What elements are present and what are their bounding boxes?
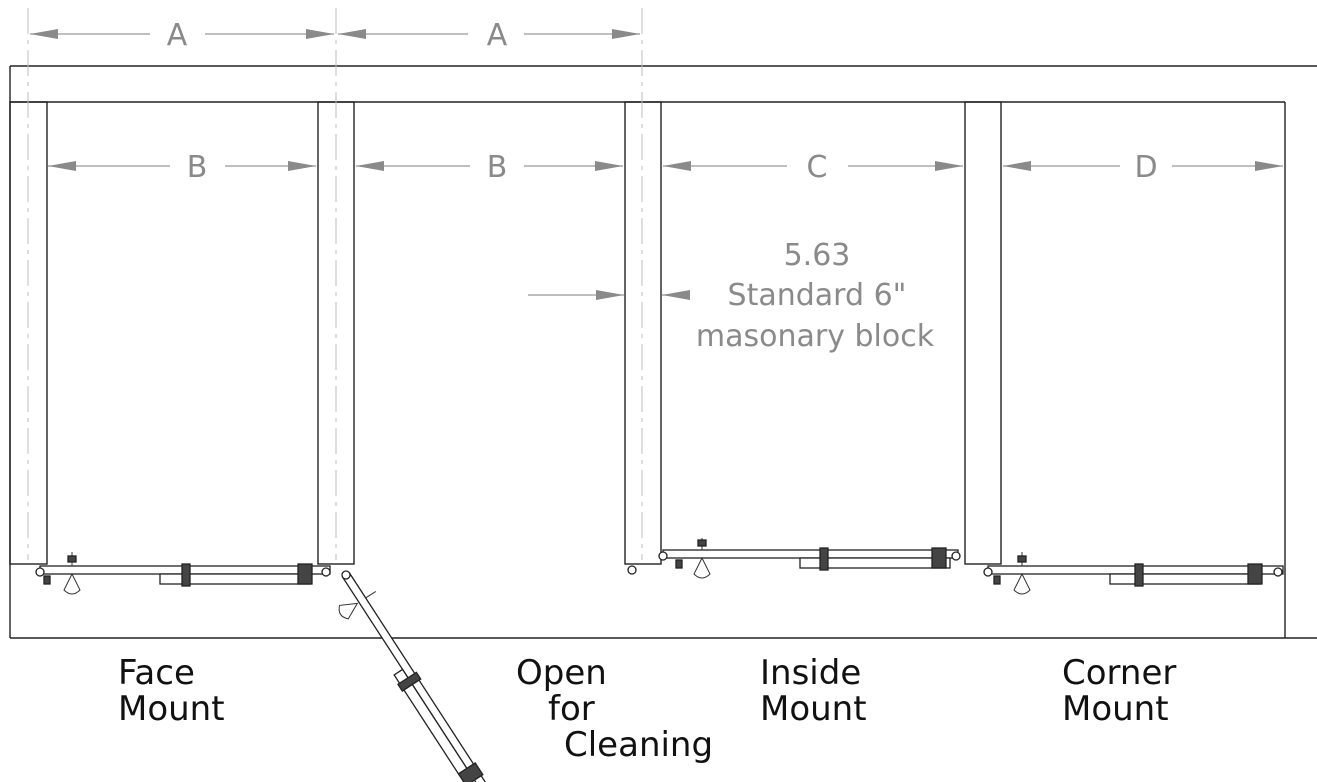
label-cleaning: Cleaning [564,725,713,765]
dimension-lines [30,29,1283,300]
dim-b-middle: B [487,150,508,185]
note-line2: masonary block [696,319,935,354]
label-open: Open [516,653,607,693]
note-value: 5.63 [784,238,851,273]
label-inside-mount: Mount [760,689,867,729]
dim-a-right: A [487,18,508,53]
wall-third [624,101,662,565]
dim-d: D [1134,150,1157,185]
label-inside: Inside [760,653,861,693]
wall-fourth [964,101,1002,565]
note-line1: Standard 6" [728,278,907,313]
hardware-inside-mount [627,538,961,579]
center-lines [27,8,643,560]
arrow-a-left-end [306,29,334,39]
dim-b-left: B [187,150,208,185]
label-corner: Corner [1062,653,1176,693]
arrow-a-left-start [30,29,58,39]
label-face-mount: Mount [118,689,225,729]
label-face: Face [118,653,195,693]
label-corner-mount: Mount [1062,689,1169,729]
hardware-open-for-cleaning [338,570,487,782]
dim-c: C [807,150,828,185]
hardware-corner-mount [983,552,1284,595]
hardware-face-mount [35,552,331,595]
dim-a-left: A [167,18,188,53]
label-for: for [548,689,595,729]
